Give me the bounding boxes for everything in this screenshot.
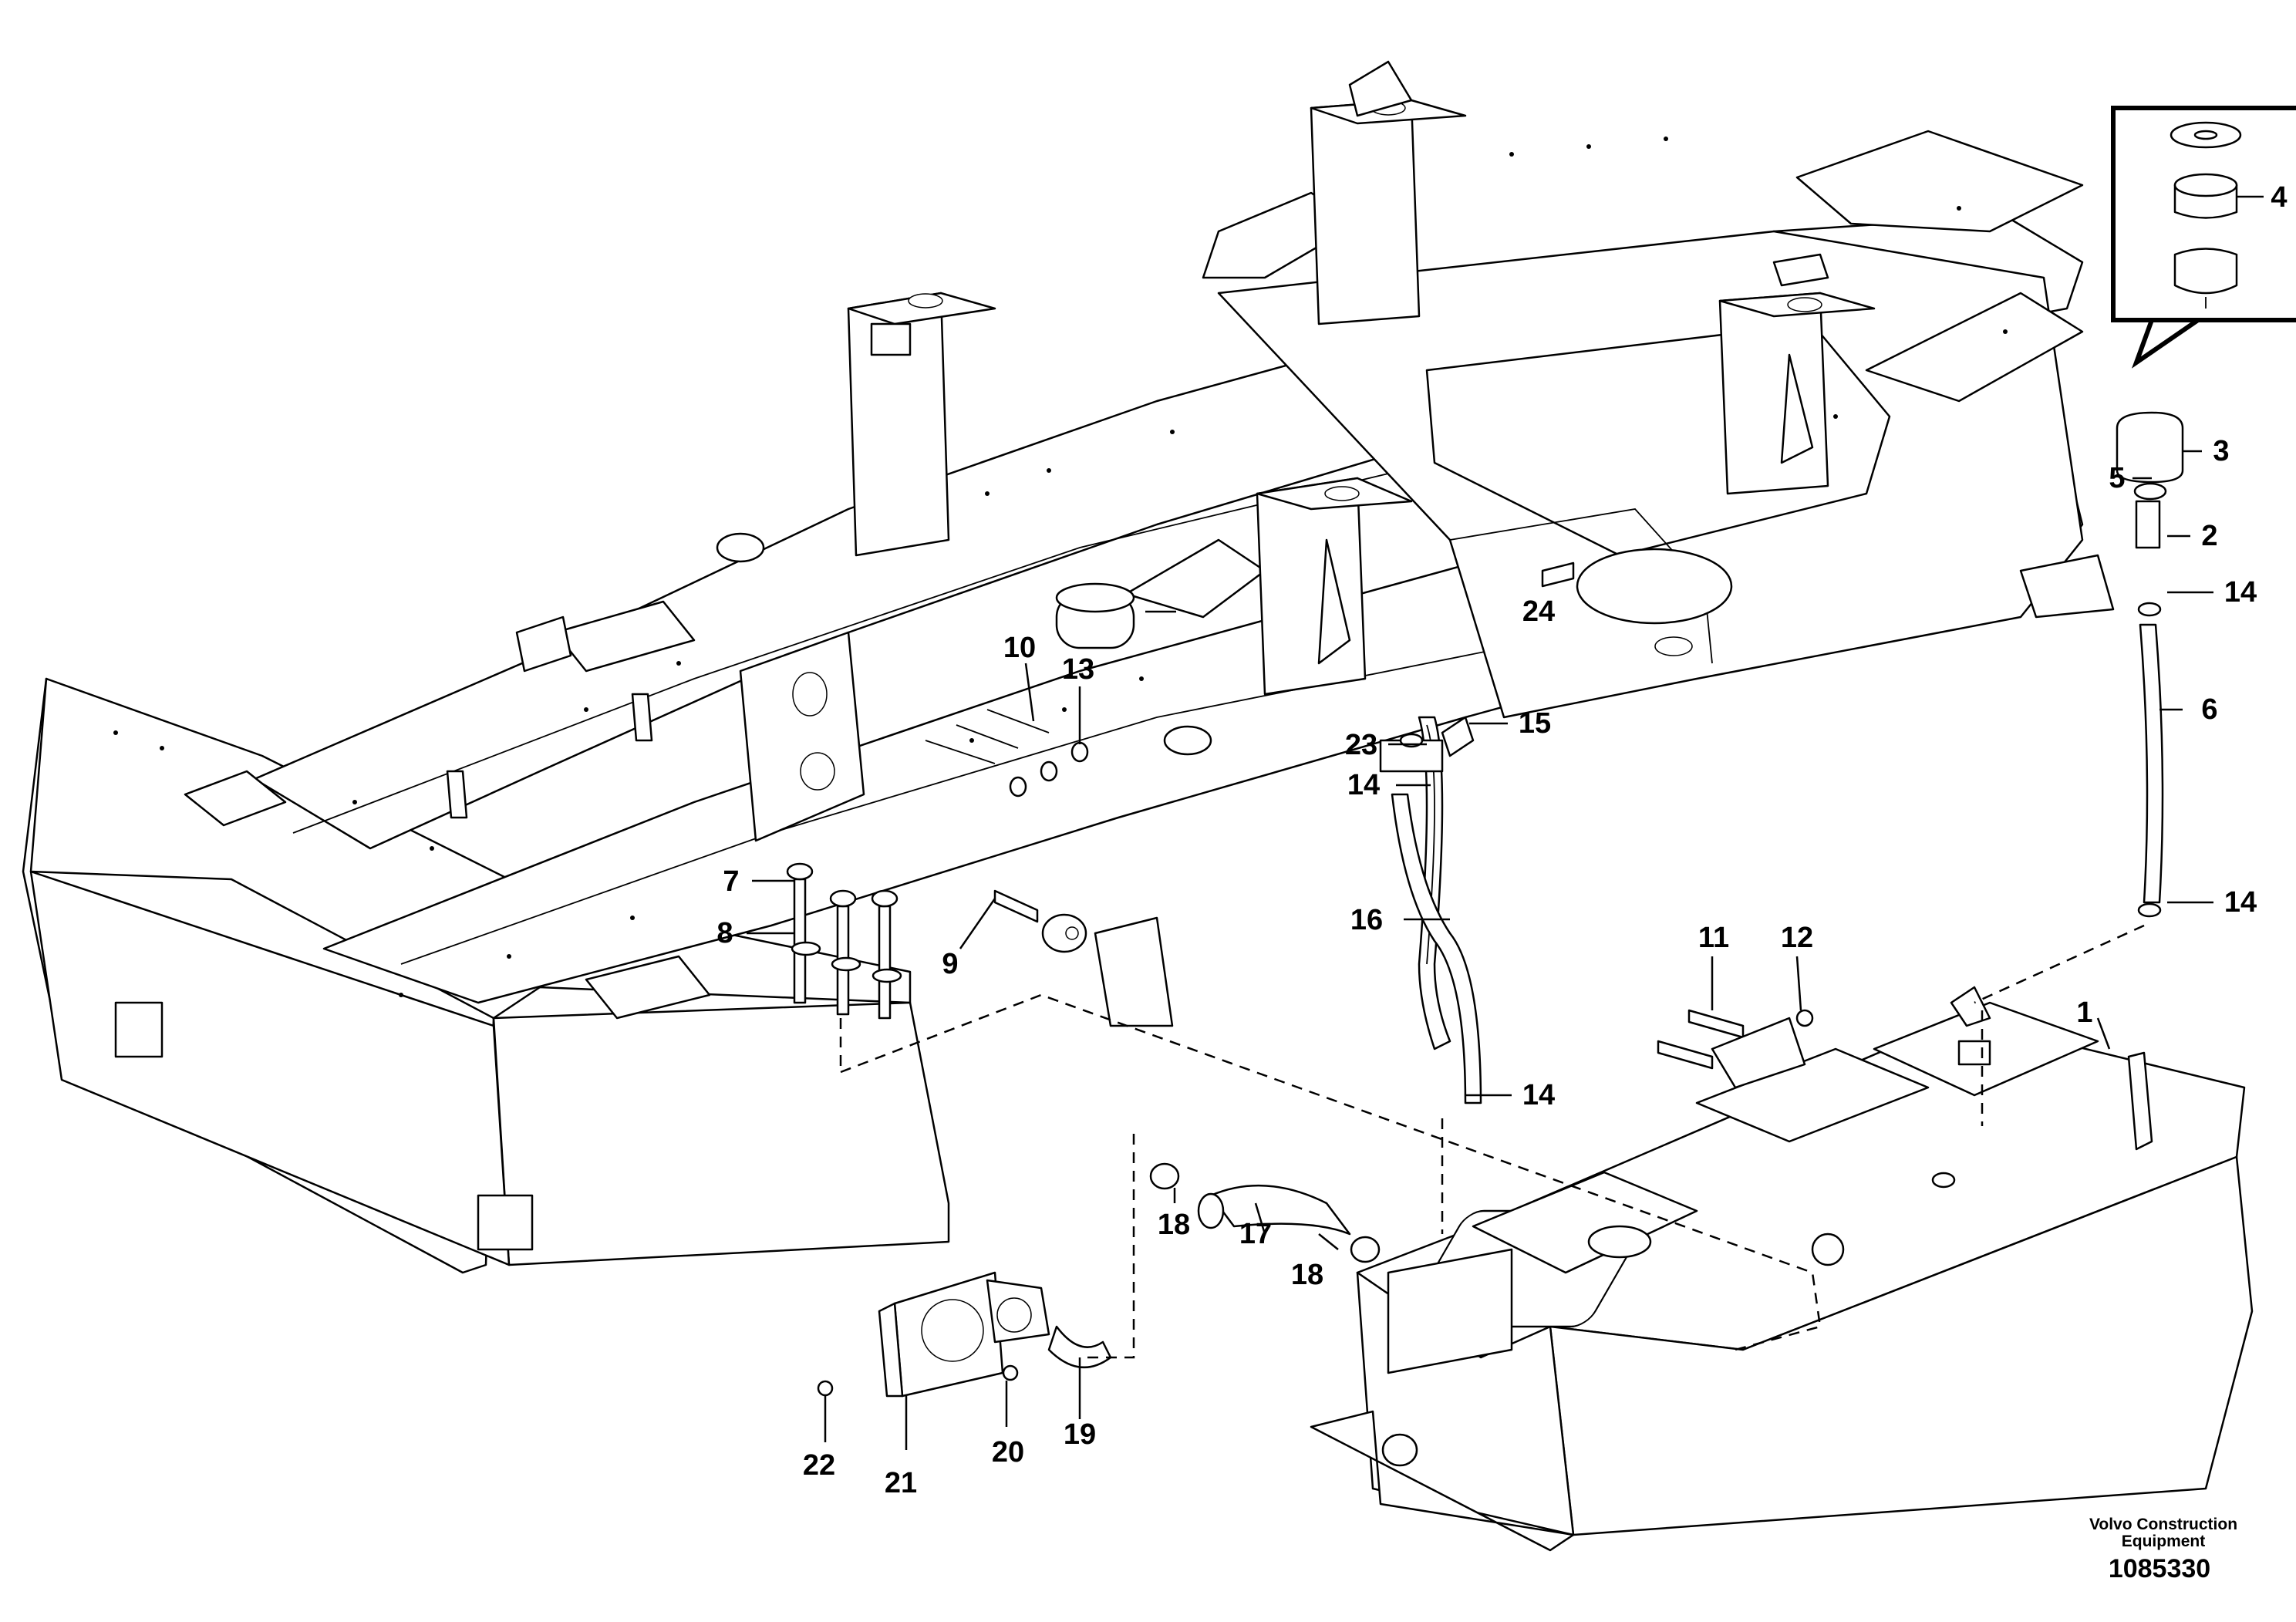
callout-24: 24 <box>1522 595 1555 628</box>
callout-14: 14 <box>1347 769 1380 801</box>
mounting-tower <box>1718 292 1876 495</box>
rivet-holes <box>113 137 2008 997</box>
callout-13: 13 <box>1062 653 1094 686</box>
callout-12: 12 <box>1781 922 1813 954</box>
callout-10: 10 <box>1003 632 1036 664</box>
filler-pipe-assembly <box>817 1162 1381 1398</box>
drawing-footer: Volvo Construction Equipment 1085330 <box>2089 1516 2237 1583</box>
drawing-number: 1085330 <box>2109 1554 2210 1583</box>
vent-hose-assembly <box>1379 716 1482 1104</box>
mounting-tower <box>847 292 996 557</box>
callout-19: 19 <box>1064 1418 1096 1451</box>
callout-18: 18 <box>1291 1259 1323 1291</box>
mounting-tower <box>1310 60 1467 325</box>
callout-2: 2 <box>2201 520 2217 552</box>
mounting-tower <box>1256 477 1413 696</box>
callout-3: 3 <box>2213 435 2229 467</box>
callout-5: 5 <box>2109 462 2125 494</box>
callout-14: 14 <box>1522 1079 1555 1111</box>
chassis-frame <box>22 60 2115 1274</box>
callout-14: 14 <box>2224 886 2257 919</box>
callout-15: 15 <box>1519 707 1551 740</box>
callout-14: 14 <box>2224 576 2257 609</box>
fasteners <box>786 709 1814 1089</box>
callout-7: 7 <box>723 865 739 898</box>
company-name-line1: Volvo Construction <box>2089 1516 2237 1533</box>
alignment-dashes <box>839 924 2145 1359</box>
company-name-line2: Equipment <box>2122 1533 2206 1550</box>
callout-11: 11 <box>1698 922 1729 954</box>
breather-detail-inset <box>2111 106 2296 369</box>
callout-8: 8 <box>716 917 733 949</box>
callout-21: 21 <box>885 1467 917 1499</box>
callout-22: 22 <box>803 1449 835 1482</box>
fuel-tank <box>1310 986 2254 1552</box>
callout-17: 17 <box>1239 1218 1272 1250</box>
callout-23: 23 <box>1345 729 1377 761</box>
callout-6: 6 <box>2201 693 2217 726</box>
callout-labels: 1 2 3 4 5 6 7 8 9 10 11 12 13 14 14 14 1… <box>716 181 2287 1499</box>
callout-4: 4 <box>2271 181 2287 214</box>
leader-lines <box>747 195 2264 1450</box>
callout-20: 20 <box>992 1436 1024 1469</box>
callout-16: 16 <box>1350 904 1383 936</box>
callout-18: 18 <box>1158 1209 1190 1241</box>
callout-1: 1 <box>2076 996 2092 1029</box>
callout-9: 9 <box>942 948 958 980</box>
